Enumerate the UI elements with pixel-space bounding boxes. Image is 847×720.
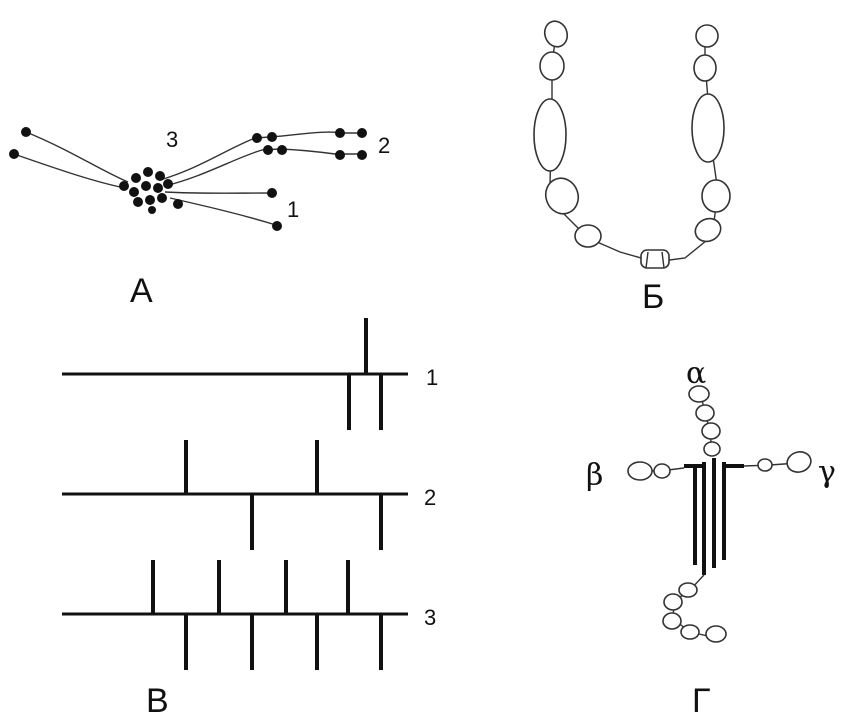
- chain-label-beta: β: [586, 458, 603, 493]
- strand-end-dot: [263, 145, 273, 155]
- domain-bead: [703, 441, 721, 457]
- strand-1-lower: [169, 197, 277, 226]
- strand-end-dot: [335, 150, 345, 160]
- panel-a-label: А: [130, 272, 153, 310]
- hinge-segment: [640, 249, 670, 269]
- domain-bead: [695, 404, 715, 422]
- panel-c-label: В: [146, 682, 169, 720]
- strand-end-dot: [357, 150, 367, 160]
- domain-bead: [544, 177, 580, 215]
- domain-bead: [757, 458, 773, 472]
- domain-bead: [694, 217, 722, 243]
- domain-bead: [691, 93, 725, 163]
- row-label-1: 1: [426, 365, 438, 390]
- domain-bead: [680, 624, 700, 640]
- domain-bead: [627, 461, 653, 481]
- domain-bead: [663, 593, 683, 611]
- strand-end-dot: [272, 221, 282, 231]
- strand-end-dot: [277, 145, 287, 155]
- strand-label-3: 3: [166, 127, 178, 152]
- domain-bead: [786, 451, 812, 473]
- domain-bead: [695, 24, 719, 48]
- domain-bead: [688, 385, 710, 403]
- strand-left-upper: [25, 131, 129, 183]
- chain-label-alpha: α: [686, 356, 706, 391]
- domain-bead: [653, 463, 671, 479]
- domain-bead: [662, 612, 682, 630]
- strand-label-1: 1: [287, 197, 299, 222]
- strand-end-dot: [267, 132, 277, 142]
- domain-bead: [543, 20, 569, 48]
- panel-d-label: Г: [692, 682, 710, 720]
- strand-end-dot: [267, 188, 277, 198]
- strand-end-dot: [357, 128, 367, 138]
- row-label-2: 2: [424, 485, 436, 510]
- molecule-row-1: 1: [62, 318, 438, 430]
- panel-b-label: Б: [642, 278, 664, 316]
- strand-end-dot: [335, 128, 345, 138]
- panel-c: 1 2 3 В: [62, 318, 438, 720]
- domain-bead: [539, 51, 565, 81]
- row-label-3: 3: [424, 605, 436, 630]
- molecule-thread: [549, 34, 719, 263]
- domain-bead: [701, 179, 731, 213]
- domain-bead: [701, 422, 721, 440]
- domain-bead: [693, 54, 717, 82]
- chain-label-gamma: γ: [818, 455, 836, 490]
- domain-bead: [533, 98, 567, 172]
- molecule-row-2: 2: [62, 440, 436, 550]
- strand-1-upper: [164, 191, 273, 194]
- strand-label-2: 2: [378, 133, 390, 158]
- strand-left-lower: [13, 153, 126, 189]
- strand-end-dot: [9, 149, 19, 159]
- panel-d: α β γ Г: [586, 356, 836, 720]
- domain-bead: [705, 625, 727, 643]
- strand-end-dot: [252, 133, 262, 143]
- molecule-row-3: 3: [62, 560, 436, 670]
- central-cluster: [119, 167, 183, 214]
- strand-2-lower: [164, 148, 362, 187]
- panel-a: 3 2 1 А: [9, 127, 390, 310]
- panel-b: Б: [533, 20, 731, 316]
- domain-bead: [574, 224, 602, 248]
- strand-end-dot: [21, 127, 31, 137]
- domain-bead: [678, 582, 698, 598]
